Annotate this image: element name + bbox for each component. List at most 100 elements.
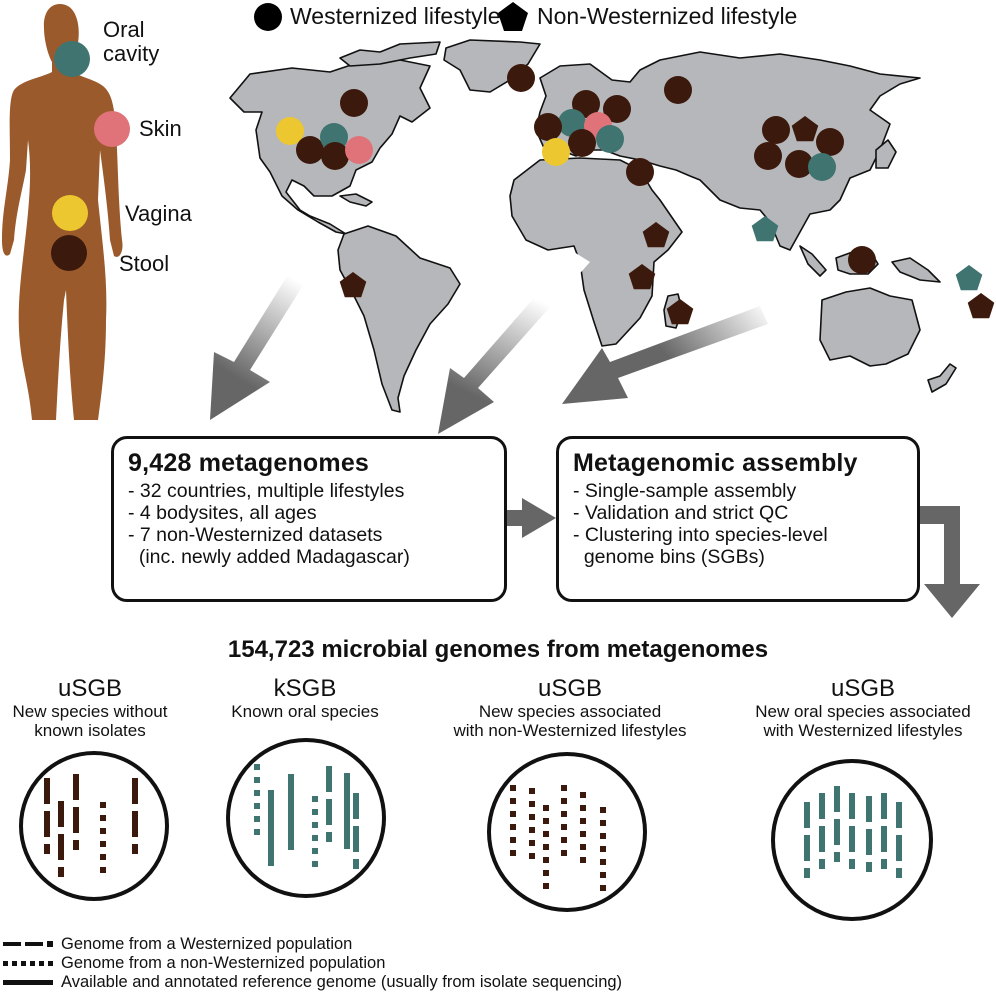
genome-segment	[561, 837, 567, 843]
map-marker-circle-usa-west	[276, 117, 304, 145]
genome-segment	[600, 885, 606, 891]
map-marker-circle-europe-6	[568, 129, 596, 157]
legend-non-westernized: Non-Westernized lifestyle	[537, 3, 798, 29]
map-marker-pentagon-fiji-2	[967, 293, 995, 319]
label-oral-cavity: Oral cavity	[103, 17, 160, 66]
genome-segment	[580, 805, 586, 811]
map-marker-pentagon-fiji-1	[955, 265, 983, 291]
caribbean	[339, 193, 373, 207]
genome-segment	[600, 846, 606, 852]
genome-segment	[543, 857, 549, 863]
metagenomes-item: - 7 non-Westernized datasets	[128, 524, 383, 546]
map-marker-circle-europe-7	[596, 125, 624, 153]
genome-segment	[312, 861, 318, 867]
genome-segment	[353, 826, 359, 852]
map-marker-circle-usa-1	[296, 136, 324, 164]
genome-segment	[44, 811, 50, 837]
genome-segment	[58, 834, 64, 860]
assembly-box: Metagenomic assembly - Single-sample ass…	[556, 436, 920, 602]
genome-segment	[312, 822, 318, 828]
map-marker-circle-usa-east	[345, 136, 373, 164]
genome-segment	[100, 802, 106, 808]
genome-segment	[529, 853, 535, 859]
assembly-item: genome bins (SGBs)	[573, 546, 765, 568]
genome-segment	[866, 796, 872, 822]
arrow-asia	[562, 306, 768, 404]
arctic-islands	[339, 41, 441, 67]
genome-segment	[600, 820, 606, 826]
sumatra	[799, 245, 827, 277]
genome-segment	[543, 818, 549, 824]
map-marker-pentagon-india	[751, 216, 779, 242]
non-westernized-legend-pentagon	[498, 2, 528, 31]
south-america	[337, 225, 461, 413]
label-skin: Skin	[139, 116, 182, 141]
genome-segment	[254, 803, 260, 809]
map-marker-pentagon-tanzania	[628, 264, 656, 290]
genome-segment	[529, 840, 535, 846]
genome-segment	[561, 785, 567, 791]
genome-segment	[600, 833, 606, 839]
genome-segment	[580, 857, 586, 863]
genome-segment	[254, 764, 260, 770]
genome-segment	[510, 811, 516, 817]
category-circle-2	[487, 752, 647, 912]
genome-segment	[543, 844, 549, 850]
genome-segment	[254, 816, 260, 822]
genome-segment	[600, 872, 606, 878]
genome-segment	[510, 837, 516, 843]
map-marker-circle-china-3	[754, 142, 782, 170]
map-marker-circle-israel	[626, 158, 654, 186]
genome-segment	[543, 831, 549, 837]
genome-segment	[254, 790, 260, 796]
map-markers	[276, 64, 995, 325]
genome-segment	[580, 831, 586, 837]
genome-segment	[866, 862, 872, 872]
genome-segment	[312, 835, 318, 841]
genome-segment	[326, 799, 332, 825]
genome-segment	[881, 826, 887, 852]
genome-segment	[580, 844, 586, 850]
map-marker-pentagon-ethiopia	[642, 222, 670, 248]
genome-segment	[600, 859, 606, 865]
genome-segment	[881, 859, 887, 869]
label-stool: Stool	[119, 251, 170, 276]
genome-category-circles	[19, 738, 933, 921]
genome-segment	[326, 766, 332, 792]
westernized-legend-circle	[254, 3, 282, 31]
genome-segment	[353, 793, 359, 819]
genome-segment	[543, 805, 549, 811]
new-zealand	[927, 363, 957, 393]
genome-segment	[819, 859, 825, 869]
map-marker-pentagon-peru	[339, 272, 367, 298]
genome-segment	[529, 801, 535, 807]
skin-dot	[94, 111, 130, 147]
genome-segment	[344, 773, 350, 849]
genome-segment	[73, 840, 79, 850]
genome-segment	[804, 802, 810, 828]
map-marker-circle-europe-2	[603, 95, 631, 123]
genome-segment	[896, 868, 902, 878]
new-guinea	[891, 257, 941, 283]
vagina-dot	[52, 195, 88, 231]
dotted-line-sample	[3, 961, 53, 966]
solid-line-sample	[3, 980, 53, 985]
genome-segment	[881, 793, 887, 819]
genome-segment	[510, 824, 516, 830]
genome-segment	[132, 778, 138, 804]
genome-segment	[543, 870, 549, 876]
category-circle-0	[19, 751, 169, 901]
map-marker-circle-spain	[542, 138, 570, 166]
genome-segment	[254, 777, 260, 783]
genome-segment	[312, 848, 318, 854]
genome-segment	[819, 793, 825, 819]
genome-segment	[100, 841, 106, 847]
metagenomes-item: (inc. newly added Madagascar)	[128, 546, 410, 568]
genome-segment	[529, 827, 535, 833]
genome-segment	[896, 835, 902, 861]
assembly-item: - Single-sample assembly	[573, 480, 797, 502]
genome-segment	[353, 859, 359, 869]
map-marker-circle-china-5	[808, 153, 836, 181]
metagenomes-title: 9,428 metagenomes	[128, 449, 370, 477]
map-marker-circle-usa-3	[321, 142, 349, 170]
